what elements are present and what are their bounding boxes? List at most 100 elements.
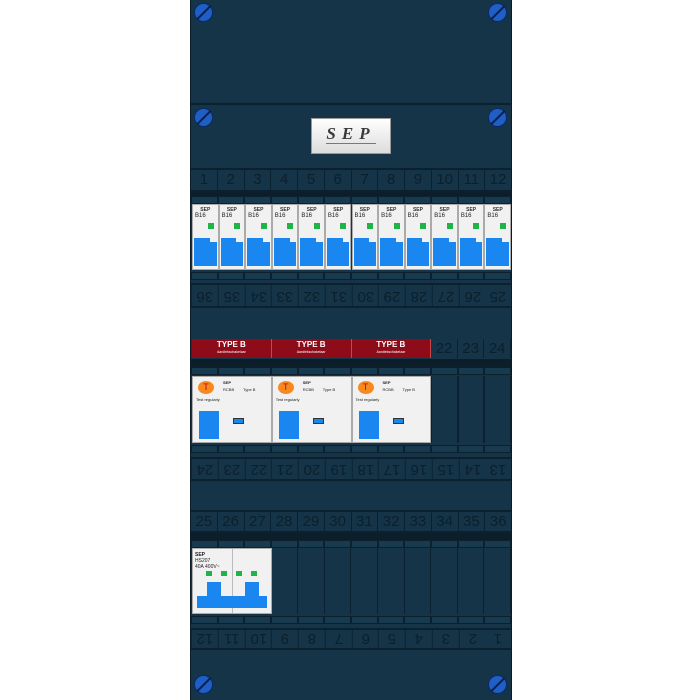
breaker-toggle[interactable] (380, 238, 403, 266)
empty-slot (298, 548, 325, 614)
slot-number: 28 (405, 285, 432, 306)
slot-number: 34 (244, 285, 272, 306)
din-rail (191, 196, 512, 204)
breaker-logo: SEP (439, 207, 450, 213)
test-button[interactable]: T (277, 381, 294, 394)
rail-segment (457, 616, 485, 624)
breaker-toggle[interactable] (194, 238, 217, 266)
slot-number: 5 (298, 170, 325, 190)
test-button[interactable]: T (357, 381, 374, 394)
status-indicator (251, 571, 257, 576)
rail-segment (324, 196, 352, 204)
status-indicator (367, 223, 374, 229)
screw-icon (194, 3, 213, 22)
slot-number: 24 (191, 459, 218, 479)
slot-number: 10 (432, 170, 459, 190)
slot-number: 9 (405, 170, 432, 190)
breaker-logo: SEP (359, 207, 370, 213)
breaker-toggle[interactable] (273, 238, 297, 266)
slot-number: 10 (244, 630, 272, 648)
breaker-logo: SEP (386, 207, 397, 213)
status-indicator (260, 223, 267, 229)
rcd-test-text: Test regularly (196, 397, 220, 402)
slot-number: 20 (298, 459, 325, 479)
breaker-toggle[interactable] (326, 238, 350, 266)
rcd-toggle[interactable] (199, 411, 219, 439)
rail-segment (431, 196, 458, 204)
rail-segment (297, 616, 325, 624)
slot-number: 23 (458, 339, 485, 358)
rcd-test-text: Test regularly (275, 397, 300, 402)
breaker-toggle[interactable] (353, 238, 377, 266)
slot-number: 29 (298, 512, 325, 531)
slot-number: 21 (271, 459, 298, 479)
breaker-toggle[interactable] (247, 238, 270, 266)
breaker-logo: SEP (226, 207, 237, 213)
rail-segment (271, 445, 298, 453)
rcd-toggle[interactable] (358, 411, 379, 439)
status-indicator (287, 223, 294, 229)
main-switch-handle[interactable] (245, 582, 259, 596)
rail-segment (431, 445, 458, 453)
slot-number: 32 (298, 285, 325, 306)
rail-segment (244, 272, 272, 280)
rail-segment (244, 196, 272, 204)
rcd-toggle[interactable] (278, 411, 299, 439)
status-indicator (473, 223, 480, 229)
slot-number: 27 (431, 285, 459, 306)
breaker-toggle[interactable] (433, 238, 456, 266)
test-button[interactable]: T (198, 381, 214, 394)
rail-segment (351, 540, 378, 548)
rail-segment (324, 272, 352, 280)
main-switch-handle[interactable] (207, 582, 221, 596)
slot-number: 26 (458, 285, 486, 306)
slot-number: 18 (351, 459, 379, 479)
brand-text: SEP (326, 124, 376, 144)
slot-number: 16 (405, 459, 432, 479)
rcd-logo: SEP (302, 380, 311, 385)
slot-number: 33 (271, 285, 298, 306)
rail-segment (351, 196, 378, 204)
rcd-model: RCBB (382, 387, 394, 392)
slot-number: 11 (459, 170, 486, 190)
breaker-toggle[interactable] (300, 238, 323, 266)
rail-segment (191, 196, 218, 204)
rail-segment (404, 445, 432, 453)
breaker-toggle[interactable] (220, 238, 244, 266)
breaker-toggle[interactable] (406, 238, 430, 266)
rcd-model: RCBB (302, 387, 314, 392)
rail-segment (297, 445, 325, 453)
slot-number: 36 (489, 513, 507, 530)
main-switch-bar[interactable] (197, 596, 267, 608)
main-switch-logo: SEP (195, 552, 206, 558)
slot-number: 28 (271, 512, 298, 531)
breaker-toggle[interactable] (459, 238, 483, 266)
rail-segment (271, 616, 298, 624)
divider (231, 549, 233, 613)
breaker-toggle[interactable] (486, 238, 509, 266)
main-switch-rating: 40A 400V~ (195, 564, 220, 570)
rail-segment (191, 272, 218, 280)
rcd-test-text: Test regularly (355, 397, 380, 402)
